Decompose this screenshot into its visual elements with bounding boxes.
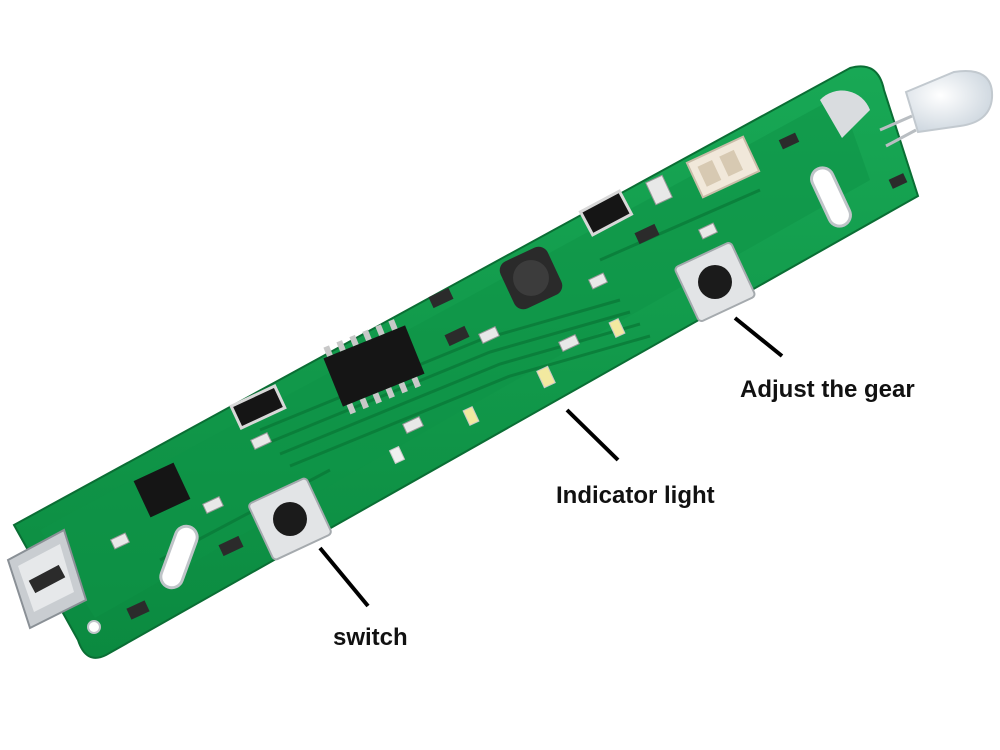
- leader-line-indicator: [565, 408, 620, 462]
- leader-line-switch: [318, 546, 370, 608]
- mounting-slot-left: [159, 524, 199, 590]
- indicator-led: [462, 405, 480, 427]
- leader-line-gear: [733, 316, 784, 358]
- solder-pad: [820, 90, 870, 138]
- ic-chip: [323, 319, 425, 415]
- ic-chip: [229, 383, 287, 431]
- switch-button: [248, 477, 332, 561]
- gear-button: [674, 242, 756, 322]
- indicator-led: [388, 445, 406, 465]
- led: [879, 70, 994, 148]
- inductor: [499, 246, 563, 310]
- smd-components: [109, 132, 908, 620]
- callout-adjust-gear: Adjust the gear: [740, 376, 915, 403]
- battery-connector: [685, 135, 761, 199]
- indicator-led: [536, 365, 556, 389]
- pcb-board: [12, 65, 920, 659]
- callout-switch: switch: [333, 624, 408, 651]
- mounting-slot-right: [810, 166, 852, 228]
- indicator-led: [608, 317, 626, 339]
- callout-indicator-light: Indicator light: [556, 482, 715, 509]
- mounting-hole: [87, 620, 101, 634]
- usb-connector: [6, 528, 88, 630]
- ic-chip: [133, 462, 191, 518]
- ic-chip: [578, 189, 634, 237]
